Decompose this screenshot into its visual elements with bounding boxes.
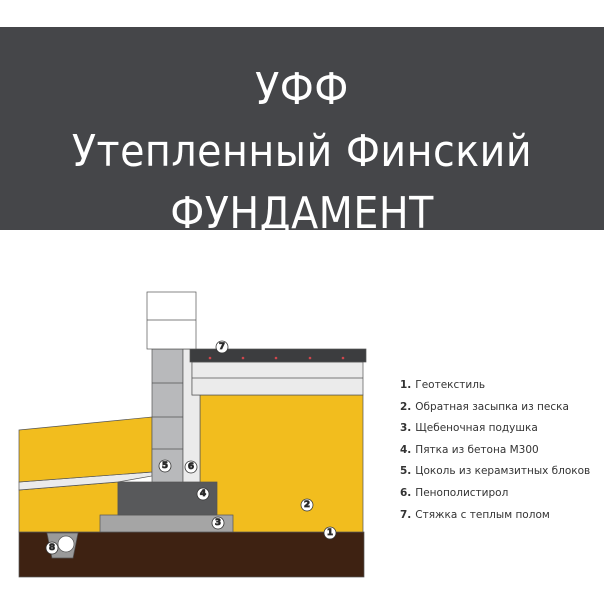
legend-item: 5.Цоколь из керамзитных блоков xyxy=(400,465,591,478)
floor-insulation-layer xyxy=(191,361,364,396)
svg-text:7: 7 xyxy=(219,342,225,352)
backfill-sand-right xyxy=(199,394,364,533)
marker-5: 5 xyxy=(158,459,172,473)
legend-item: 7.Стяжка с теплым полом xyxy=(400,508,550,521)
title-line-3: ФУНДАМЕНТ xyxy=(170,188,434,239)
legend-item: 3.Щебеночная подушка xyxy=(400,422,538,435)
wall xyxy=(146,291,197,350)
svg-text:5: 5 xyxy=(162,461,168,471)
svg-text:6: 6 xyxy=(188,462,194,472)
heated-floor-screed xyxy=(189,348,367,363)
marker-2: 2 xyxy=(300,498,314,512)
legend-item: 4.Пятка из бетона М300 xyxy=(400,443,539,456)
marker-8: 8 xyxy=(45,541,59,555)
marker-1: 1 xyxy=(323,526,337,540)
marker-7: 7 xyxy=(215,340,229,354)
svg-text:8: 8 xyxy=(49,543,55,553)
marker-6: 6 xyxy=(184,460,198,474)
svg-text:4: 4 xyxy=(200,489,206,499)
title-banner: УФФ Утепленный Финский ФУНДАМЕНТ xyxy=(0,27,604,239)
svg-text:2: 2 xyxy=(304,500,310,510)
legend-item: 1.Геотекстиль xyxy=(400,379,486,391)
drain-pipe xyxy=(57,535,75,553)
heating-pipes xyxy=(208,356,345,360)
marker-3: 3 xyxy=(211,516,225,530)
svg-text:1: 1 xyxy=(327,528,333,538)
legend: 1.Геотекстиль 2.Обратная засыпка из песк… xyxy=(400,375,590,526)
legend-item: 6.Пенополистирол xyxy=(400,486,509,499)
legend-item: 2.Обратная засыпка из песка xyxy=(400,400,569,413)
marker-4: 4 xyxy=(196,487,210,501)
title-line-1: УФФ xyxy=(255,64,349,115)
blind-area-sand xyxy=(18,416,153,483)
title-line-2: Утепленный Финский xyxy=(71,126,533,177)
svg-text:3: 3 xyxy=(215,518,221,528)
